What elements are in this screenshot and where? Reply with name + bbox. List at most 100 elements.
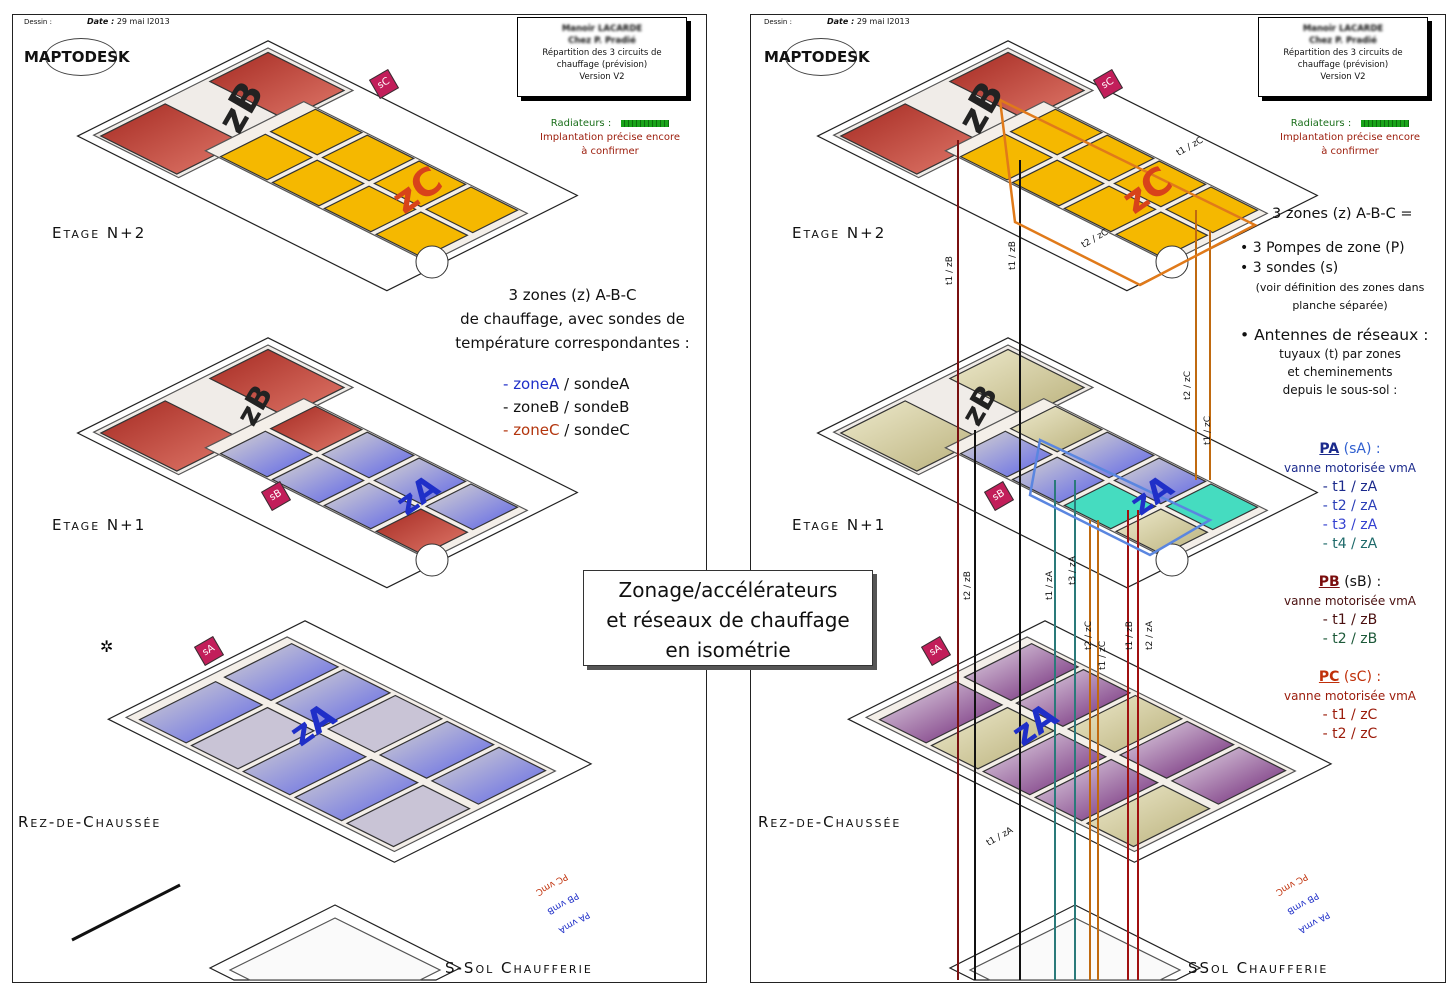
pipe-item: - t3 / zA — [1322, 517, 1378, 533]
room — [223, 642, 340, 702]
pipe-item: - t1 / zC — [1322, 707, 1378, 723]
note-line: (voir définition des zones dans — [1255, 281, 1425, 294]
room — [839, 400, 983, 472]
room — [1061, 431, 1156, 479]
basement-room — [228, 917, 442, 981]
room — [219, 430, 314, 478]
date-value: 29 mai I2013 — [856, 17, 910, 26]
sheet-title-box: Zonage/accélérateurs et réseaux de chauf… — [583, 570, 873, 666]
title-line: Répartition des 3 circuits de — [542, 48, 662, 58]
pipe-loop — [998, 97, 1258, 287]
scale-bar — [71, 883, 181, 942]
pump-pc: PC (sC) : vanne motorisée vmA - t1 / zC … — [1255, 668, 1445, 744]
title-client: Chez P. Pradié — [1309, 36, 1377, 46]
pipe-label: t2 / zC — [1084, 620, 1094, 650]
room — [1011, 159, 1105, 207]
note-line: depuis le sous-sol : — [1282, 383, 1398, 397]
bullet-networks: • Antennes de réseaux : — [1240, 326, 1429, 344]
pump-probe: (sB) : — [1344, 574, 1382, 590]
title-owner: Manoir LACARDE — [561, 24, 643, 34]
pump-name: PA — [1319, 441, 1340, 457]
drawing-label: Dessin : — [764, 18, 792, 26]
room — [190, 706, 316, 770]
dessin-label: Dessin : — [24, 18, 52, 26]
zones-title: 3 zones (z) A-B-C = — [1272, 206, 1413, 222]
title-box: Manoir LACARDE Chez P. Pradié Répartitio… — [517, 17, 687, 97]
room — [878, 680, 1004, 744]
room — [326, 694, 444, 753]
level-label-n2: Etage N+2 — [792, 224, 887, 242]
note-line: tuyaux (t) par zones — [1279, 347, 1401, 361]
room — [271, 456, 365, 504]
title-version: Version V2 — [1320, 72, 1366, 82]
stair-tower — [1155, 245, 1189, 279]
note-line: et cheminements — [1287, 365, 1393, 379]
room — [1118, 720, 1235, 779]
title-owner: Manoir LACARDE — [1302, 24, 1384, 34]
level-label-rdc: Rez-de-Chaussée — [18, 813, 162, 831]
pipe-label: t2 / zA — [1145, 621, 1155, 650]
room — [138, 680, 264, 744]
radiator-label: Radiateurs : — [1290, 118, 1352, 129]
level-label-n2: Etage N+2 — [52, 224, 147, 242]
title-version: Version V2 — [579, 72, 625, 82]
radiator-note: à confirmer — [581, 146, 639, 157]
radiator-swatch — [1361, 119, 1410, 127]
room — [322, 185, 417, 233]
level-label-ssol: S-Sol Chaufferie — [445, 959, 593, 977]
pump-pa: PA (sA) : vanne motorisée vmA - t1 / zA … — [1255, 440, 1445, 554]
room — [219, 133, 314, 181]
radiator-label: Radiateurs : — [550, 118, 612, 129]
room — [930, 706, 1056, 770]
room — [99, 400, 243, 472]
room — [271, 159, 365, 207]
room — [424, 186, 519, 234]
level-label-n1: Etage N+1 — [792, 516, 887, 534]
pipe-label: t1 / zA — [1045, 571, 1055, 600]
bullet-pumps: • 3 Pompes de zone (P) — [1240, 240, 1405, 256]
sheet-title-line: Zonage/accélérateurs — [618, 578, 838, 602]
pump-probe: (sA) : — [1343, 441, 1381, 457]
level-label-rdc: Rez-de-Chaussée — [758, 813, 902, 831]
legend-zone-a: - zoneA / sondeA — [503, 375, 630, 393]
room — [241, 732, 368, 796]
pipe-item: - t2 / zB — [1322, 631, 1378, 647]
room — [1164, 483, 1259, 531]
pipe-label: t2 / zC — [1183, 370, 1193, 400]
bullet-probes: • 3 sondes (s) — [1240, 260, 1339, 276]
pipe-label: t1 / zB — [1008, 241, 1018, 270]
room — [424, 483, 519, 531]
title-line: Répartition des 3 circuits de — [1283, 48, 1403, 58]
room — [269, 108, 364, 156]
pipe-label: t1 / zC — [1203, 415, 1213, 445]
room — [1062, 185, 1157, 233]
maptodesk-logo: MAPTODESK — [764, 48, 870, 66]
room — [99, 103, 243, 175]
radiator-legend: Radiateurs : Implantation précise encore… — [1280, 117, 1420, 159]
room — [373, 160, 467, 208]
pipe-label: t1 / zB — [1125, 621, 1135, 650]
radiator-legend: Radiateurs : Implantation précise encore… — [540, 117, 680, 159]
room — [1113, 160, 1207, 208]
note-line: de chauffage, avec sondes de — [460, 310, 685, 328]
pump-name: PB — [1318, 574, 1340, 590]
radiator-swatch — [621, 119, 670, 127]
room — [1061, 134, 1156, 182]
dessin-label: Dessin : — [764, 18, 792, 26]
radiator-note: Implantation précise encore — [1280, 132, 1421, 143]
pump-valve: vanne motorisée vmA — [1283, 594, 1417, 608]
zones-description: 3 zones (z) A-B-C de chauffage, avec son… — [440, 283, 705, 355]
pump-name: PC — [1318, 669, 1340, 685]
pump-pb: PB (sB) : vanne motorisée vmA - t1 / zB … — [1255, 573, 1445, 649]
room — [373, 457, 467, 505]
pump-list: PA (sA) : vanne motorisée vmA - t1 / zA … — [1255, 440, 1445, 744]
room — [1085, 784, 1211, 848]
drawing-label: Dessin : — [24, 18, 52, 26]
pipe-item: - t4 / zA — [1322, 536, 1378, 552]
pipe-item: - t2 / zC — [1322, 726, 1378, 742]
room — [269, 405, 364, 453]
room — [1062, 482, 1157, 530]
pipe-label: t1 / zC — [1098, 640, 1108, 670]
room — [321, 431, 416, 479]
